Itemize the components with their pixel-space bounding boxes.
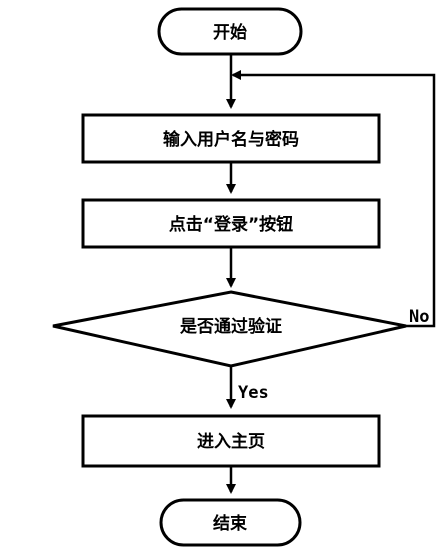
verify-decision-label: 是否通过验证	[180, 316, 282, 337]
verify-decision-shape	[52, 290, 407, 368]
input-credentials-shape	[81, 113, 381, 164]
end-node: 结束	[159, 498, 302, 547]
click-login-label: 点击“登录”按钮	[169, 214, 293, 235]
edge-no-label: No	[409, 307, 429, 327]
start-node-shape	[157, 7, 303, 56]
end-node-label: 结束	[213, 513, 247, 534]
input-credentials-step: 输入用户名与密码	[81, 113, 381, 164]
enter-homepage-shape	[81, 414, 381, 468]
start-node-label: 开始	[213, 22, 247, 43]
start-node: 开始	[157, 7, 303, 56]
click-login-shape	[81, 198, 381, 249]
enter-homepage-step: 进入主页	[81, 414, 381, 468]
input-credentials-label: 输入用户名与密码	[163, 129, 299, 150]
edge-yes-label: Yes	[238, 383, 269, 403]
end-node-shape	[159, 498, 302, 547]
arrow-no-loop-back	[231, 70, 436, 328]
verify-decision: 是否通过验证	[52, 290, 407, 368]
enter-homepage-label: 进入主页	[197, 431, 265, 452]
click-login-step: 点击“登录”按钮	[81, 198, 381, 249]
